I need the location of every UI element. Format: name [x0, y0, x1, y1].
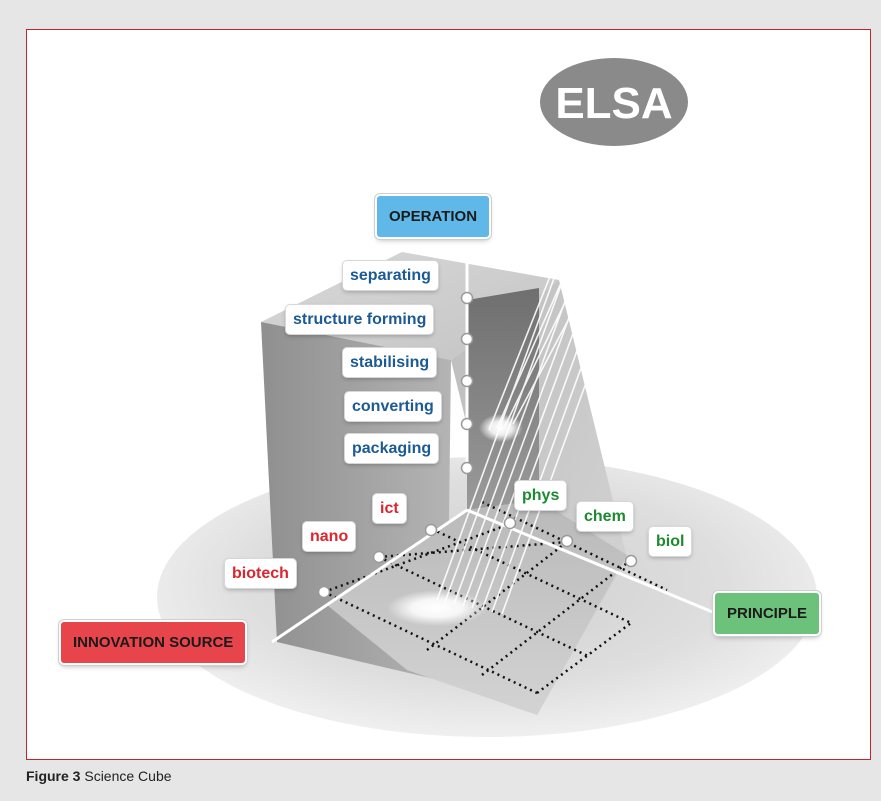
source-item-nano: nano	[303, 522, 356, 551]
floor-glow	[387, 590, 487, 626]
source-item-biotech: biotech	[225, 559, 296, 588]
operation-item-stabilising: stabilising	[343, 348, 437, 377]
elsa-light-rays	[436, 137, 676, 615]
figure-frame: ELSA OPERATION separating structure form…	[26, 29, 871, 760]
elsa-ellipse	[540, 58, 688, 146]
principle-item-biol: biol	[649, 527, 692, 556]
operation-item-packaging: packaging	[345, 434, 439, 463]
operation-axis-title: OPERATION	[377, 196, 490, 237]
figure-caption-text: Science Cube	[84, 768, 172, 784]
operation-item-converting: converting	[345, 392, 441, 421]
cube-interior-glow	[479, 414, 523, 442]
figure-caption: Figure 3 Science Cube	[26, 768, 172, 784]
principle-item-chem: chem	[577, 502, 633, 531]
principle-item-phys: phys	[515, 481, 567, 510]
figure-caption-prefix: Figure 3	[26, 768, 81, 784]
innovation-source-axis-title: INNOVATION SOURCE	[61, 622, 246, 663]
operation-item-separating: separating	[343, 261, 438, 290]
axis-nodes	[317, 291, 638, 599]
cube-inner-back	[467, 288, 539, 510]
principle-axis-title: PRINCIPLE	[715, 593, 820, 634]
source-item-ict: ict	[373, 494, 406, 523]
operation-item-structure-forming: structure forming	[286, 305, 434, 334]
elsa-label: ELSA	[555, 79, 672, 128]
